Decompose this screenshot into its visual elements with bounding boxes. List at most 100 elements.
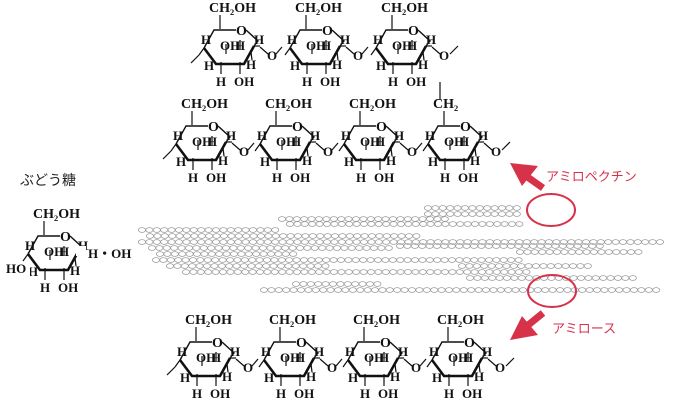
ring-oxygen-label: O bbox=[296, 336, 307, 351]
oh-label: OH bbox=[206, 170, 226, 185]
bead-chain bbox=[291, 281, 382, 287]
oh-label: OH bbox=[44, 244, 64, 259]
bead-chain bbox=[145, 233, 421, 239]
h-label: H bbox=[482, 344, 492, 359]
h-label: H bbox=[230, 344, 240, 359]
glycosidic-oxygen-label: O bbox=[323, 144, 333, 159]
h-label: H bbox=[302, 153, 312, 168]
bead-chain bbox=[137, 227, 280, 233]
ring-oxygen-label: O bbox=[292, 120, 303, 135]
h-label: H bbox=[440, 170, 450, 185]
h-label: H bbox=[341, 128, 351, 143]
oh-label: OH bbox=[374, 170, 394, 185]
ch2oh-label: CH₂OH bbox=[265, 97, 312, 112]
oh-label: OH bbox=[58, 280, 78, 295]
ring-oxygen-label: O bbox=[376, 120, 387, 135]
h-label: H bbox=[226, 128, 236, 143]
h-oh-label: H・OH bbox=[88, 246, 131, 261]
ring-oxygen-label: O bbox=[408, 24, 419, 39]
ring-oxygen-label: O bbox=[460, 120, 471, 135]
ch2oh-label: CH₂OH bbox=[209, 1, 256, 16]
h-label: H bbox=[407, 38, 417, 53]
h-label: H bbox=[388, 74, 398, 89]
ring-oxygen-label: O bbox=[236, 24, 247, 39]
h-label: H bbox=[276, 386, 286, 401]
ch2oh-label: CH₂ bbox=[433, 97, 458, 112]
h-label: H bbox=[375, 134, 385, 149]
h-label: H bbox=[379, 350, 389, 365]
h-label: H bbox=[192, 386, 202, 401]
h-label: H bbox=[373, 32, 383, 47]
h-label: H bbox=[356, 170, 366, 185]
h-label: H bbox=[272, 170, 282, 185]
glycosidic-oxygen-label: O bbox=[353, 48, 363, 63]
bead-chain bbox=[151, 257, 523, 263]
bead-chain bbox=[165, 263, 330, 269]
h-label: H bbox=[463, 350, 473, 365]
h-label: H bbox=[222, 369, 232, 384]
h-label: H bbox=[306, 369, 316, 384]
glycosidic-oxygen-label: O bbox=[495, 360, 505, 375]
h-label: H bbox=[390, 369, 400, 384]
amylose-label: アミロース bbox=[552, 322, 617, 337]
ring-oxygen-label: O bbox=[380, 336, 391, 351]
oh-label: OH bbox=[378, 386, 398, 401]
h-label: H bbox=[235, 38, 245, 53]
ring-oxygen-label: O bbox=[322, 24, 333, 39]
h-label: H bbox=[290, 58, 300, 73]
h-label: H bbox=[260, 154, 270, 169]
h-label: H bbox=[332, 57, 342, 72]
glycosidic-oxygen-label: O bbox=[411, 360, 421, 375]
glycosidic-oxygen-label: O bbox=[243, 360, 253, 375]
glycosidic-oxygen-label: O bbox=[491, 144, 501, 159]
h-label: H bbox=[470, 153, 480, 168]
h-label: H bbox=[177, 344, 187, 359]
oh-label: OH bbox=[364, 350, 384, 365]
h-label: H bbox=[207, 134, 217, 149]
oh-label: OH bbox=[220, 38, 240, 53]
h-label: H bbox=[321, 38, 331, 53]
bead-chain bbox=[181, 269, 531, 275]
h-label: H bbox=[246, 57, 256, 72]
glycosidic-oxygen-label: O bbox=[407, 144, 417, 159]
h-label: H bbox=[216, 74, 226, 89]
h-label: H bbox=[204, 58, 214, 73]
h-label: H bbox=[59, 244, 69, 259]
oh-label: OH bbox=[320, 74, 340, 89]
oh-label: OH bbox=[280, 350, 300, 365]
h-label: H bbox=[394, 128, 404, 143]
h-label: H bbox=[426, 32, 436, 47]
bead-chain bbox=[137, 239, 665, 245]
h-label: H bbox=[459, 134, 469, 149]
h-label: H bbox=[211, 350, 221, 365]
h-label: H bbox=[429, 344, 439, 359]
h-label: H bbox=[340, 32, 350, 47]
h-label: H bbox=[78, 238, 88, 253]
ch2oh-label: CH₂OH bbox=[381, 1, 428, 16]
oh-label: OH bbox=[306, 38, 326, 53]
h-label: H bbox=[201, 32, 211, 47]
bead-chain bbox=[395, 243, 604, 249]
ring-oxygen-label: O bbox=[464, 336, 475, 351]
bead-chain bbox=[277, 216, 449, 222]
oh-label: OH bbox=[234, 74, 254, 89]
arrow-down-left-icon bbox=[510, 310, 546, 340]
h-label: H bbox=[474, 369, 484, 384]
bead-chain bbox=[259, 287, 661, 293]
bead-chain bbox=[423, 205, 521, 211]
h-label: H bbox=[287, 32, 297, 47]
glycosidic-oxygen-label: O bbox=[239, 144, 249, 159]
h-label: H bbox=[398, 344, 408, 359]
